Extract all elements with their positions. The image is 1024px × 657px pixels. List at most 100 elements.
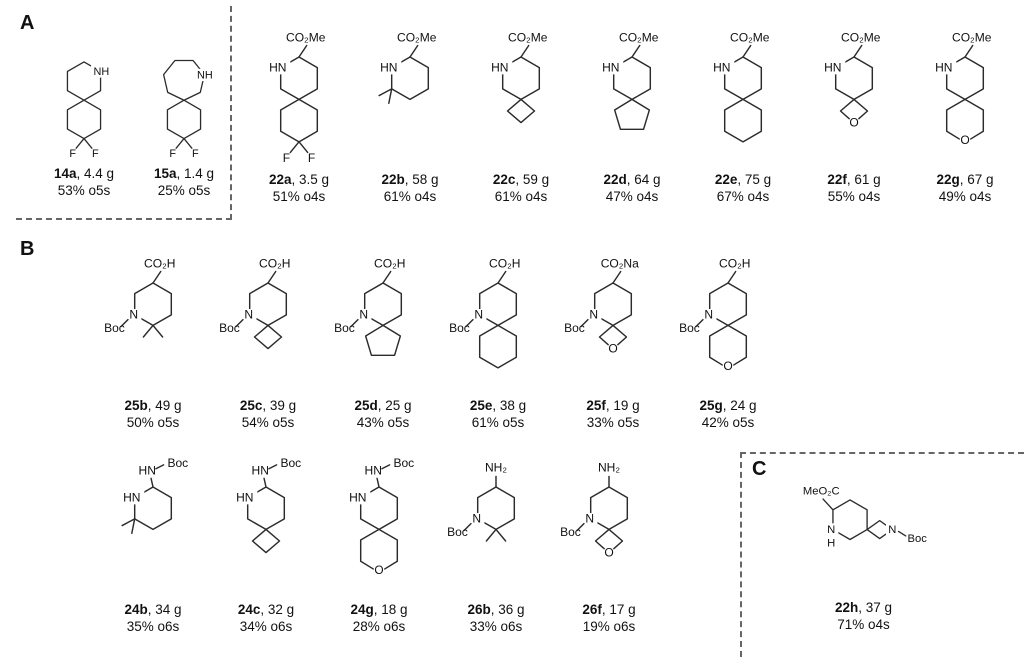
compound-yield: 43% o5s [356,415,410,430]
atom-backing [241,309,257,322]
oxygen-label: O [604,545,613,559]
compound-id: 25f [586,398,606,413]
compound-yield: 53% o5s [57,183,111,198]
compound-24c: HN Boc HN 24c, 32 g 34% o6s [213,456,319,635]
fluorine-label: F [308,151,315,165]
amine-label: HN [824,60,841,74]
cyclobutane-ring-bonds [253,324,283,350]
nitrogen-label: N [704,308,713,322]
ester-bond [298,44,308,58]
tetrahydropyran-ring-bonds [708,324,748,366]
atom-backing [233,490,258,505]
atom-backing [194,68,216,82]
section-a-dashed-box [16,6,232,220]
structure-24c: HN Boc HN [233,456,301,554]
amine-bond [150,477,154,488]
compound-24b: HN Boc HN 24b, 34 g 35% o6s [100,456,206,635]
tetrahydropyran-ring-bonds [945,98,985,140]
compound-amount: , 37 g [858,600,893,615]
compound-id: 26f [582,602,602,617]
compound-id: 14a [53,166,77,181]
compound-id: 15a [153,166,177,181]
compound-26b: NH₂ N Boc 26b, 36 g 33% o6s [443,456,549,635]
compound-label: 15a, 1.4 g [136,165,232,182]
compound-id: 22a [268,172,292,187]
section-b-label: B [20,238,35,260]
gem-dimethyl-bonds [485,528,507,542]
compound-amount: , 38 g [492,398,527,413]
cyclohexane-ring-bonds [166,99,202,140]
compound-amount: , 34 g [147,602,182,617]
oxygen-label: O [608,341,617,355]
compound-25d: CO₂H N Boc 25d, 25 g 43% o5s [330,252,436,431]
boc-bond [120,318,129,328]
compound-label: 22b, 58 g [357,171,463,188]
structure-25e: CO₂H N Boc [449,257,520,369]
acid-label: CO₂Na [601,257,639,271]
structure-22d: CO₂Me HN [599,31,659,131]
compound-id: 24b [124,602,148,617]
compound-22h: MeO₂C N H N Boc 22h, 37 g 71% o4s [796,464,931,633]
boc-label: Boc [908,533,928,545]
structure-26b: NH₂ N Boc [447,461,516,542]
compound-amount: , 49 g [147,398,182,413]
compound-25b: CO₂H N Boc 25b, 49 g 50% o5s [100,252,206,431]
amine-label: HN [935,60,952,74]
amine-bond [263,477,267,488]
boc-label: Boc [560,525,581,539]
acid-bond [727,270,737,284]
oxetane-ring-bonds [839,98,869,120]
fluorine-label: F [169,148,176,160]
ester-bond [822,498,834,511]
ester-bond [853,44,863,58]
structure-24b: HN Boc HN [120,456,188,535]
nitrogen-label: N [474,308,483,322]
boc-bond [235,318,244,328]
atom-backing [120,490,145,505]
structure-25b: CO₂H N Boc [104,257,175,338]
oxetane-ring-bonds [598,324,628,346]
cyclohexane-ring-bonds [723,98,763,143]
azepane-ring-bonds [162,59,206,101]
amine-label: HN [602,60,619,74]
structure-25d: CO₂H N Boc [334,257,405,357]
atom-backing [586,309,602,322]
cyclohexane-ring-bonds [279,98,319,143]
compound-22c: CO₂Me HN 22c, 59 g 61% o4s [468,26,574,205]
ester-bond [520,44,530,58]
compound-id: 25g [699,398,723,413]
cyclopentane-ring-bonds [613,98,651,131]
atom-backing [821,60,846,75]
acid-label: CO₂H [144,257,175,271]
structure-22e: CO₂Me HN [710,31,770,143]
compound-label: 14a, 4.4 g [36,165,132,182]
compound-yield: 61% o5s [471,415,525,430]
atom-backing [126,309,142,322]
ester-bond [964,44,974,58]
compound-25g: CO₂H N Boc O 25g, 24 g 42% o5s [675,252,781,431]
oxygen-label: O [960,133,969,147]
fluorine-label: F [69,148,76,160]
ester-bond [742,44,752,58]
compound-yield: 47% o4s [605,189,659,204]
compound-label: 22a, 3.5 g [246,171,352,188]
ester-label: CO₂Me [619,31,659,45]
amine-label: HN [491,60,508,74]
nitrogen-label: N [472,512,481,526]
section-a-label: A [20,12,35,34]
nitrogen-label: N [359,308,368,322]
compound-id: 25e [469,398,493,413]
compound-25c: CO₂H N Boc 25c, 39 g 54% o5s [215,252,321,431]
oxygen-label: O [723,359,732,373]
atom-backing [599,60,624,75]
boc-bond [695,318,704,328]
compound-label: 25d, 25 g [330,397,436,414]
compound-15a: NH F F 15a, 1.4 g 25% o5s [136,34,232,199]
boc-bond [381,464,391,470]
compound-yield: 51% o4s [272,189,326,204]
boc-label: Boc [167,456,188,470]
acid-label: CO₂H [374,257,405,271]
compound-yield: 61% o4s [494,189,548,204]
boc-label: Boc [219,321,240,335]
atom-backing [488,60,513,75]
